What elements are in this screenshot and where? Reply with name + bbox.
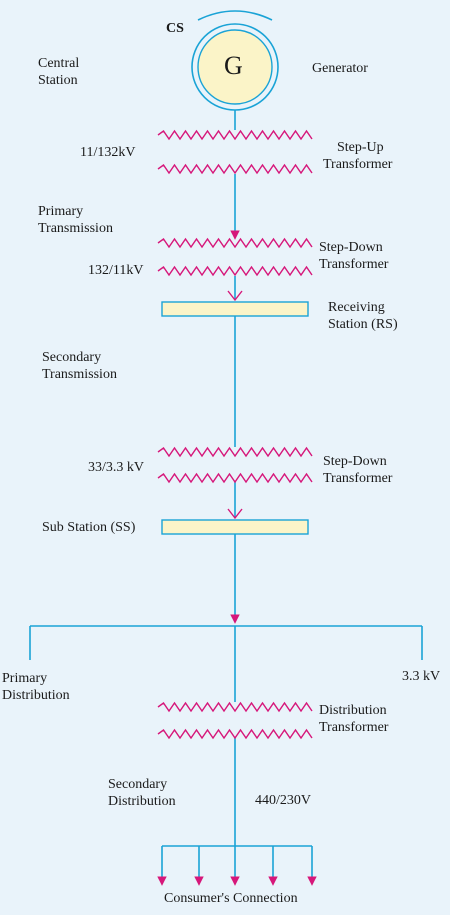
primary-distribution-voltage: 3.3 kV: [402, 669, 441, 684]
sub-station-bar: [161, 519, 309, 535]
coil-step-down-2-secondary: [157, 472, 313, 484]
coil-step-down-2-primary: [157, 446, 313, 458]
coil-distribution-secondary: [157, 728, 313, 740]
coil-step-up-secondary: [157, 163, 313, 175]
coil-step-up-primary: [157, 129, 313, 141]
transformer-coils: [157, 129, 313, 740]
generator-symbol: G: [224, 51, 243, 80]
primary-distribution-bus: [29, 625, 423, 660]
coil-step-down-1-secondary: [157, 265, 313, 277]
consumer-connection-label: Consumer's Connection: [164, 891, 298, 906]
generator-label: Generator: [312, 61, 368, 76]
coil-distribution-primary: [157, 701, 313, 713]
step-down-2-ratio: 33/3.3 kV: [88, 460, 144, 475]
arrow-into-ss: [227, 508, 243, 520]
generator-circle-inner: [197, 29, 273, 105]
sub-station-label: Sub Station (SS): [42, 520, 136, 535]
receiving-station-bar: [161, 301, 309, 317]
cs-label: CS: [166, 21, 184, 36]
coil-step-down-1-primary: [157, 237, 313, 249]
cs-arc: [197, 10, 273, 21]
arrow-into-rs: [227, 290, 243, 302]
consumer-taps: [157, 846, 317, 886]
secondary-voltage-label: 440/230V: [255, 793, 311, 808]
step-up-ratio: 11/132kV: [80, 145, 136, 160]
step-down-1-ratio: 132/11kV: [88, 263, 144, 278]
